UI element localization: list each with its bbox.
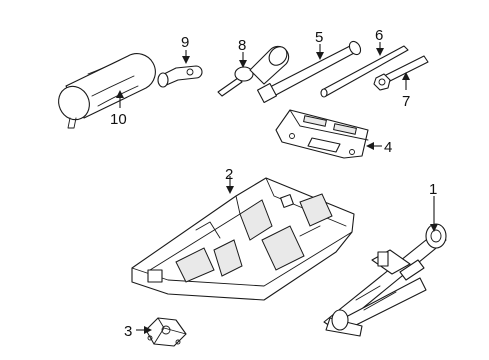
callout-9: 9 [181, 34, 189, 51]
leader-lines [116, 42, 438, 334]
jack-base-pad [145, 317, 187, 347]
lug-wrench-rod [373, 55, 429, 91]
socket-wrench [217, 45, 290, 97]
callout-5: 5 [315, 29, 323, 46]
extension-bar [256, 40, 362, 104]
handle-rod [320, 45, 409, 98]
callout-8: 8 [238, 37, 246, 54]
scissor-jack [323, 223, 447, 337]
callout-4: 4 [384, 139, 392, 156]
callout-6: 6 [375, 27, 383, 44]
callout-3: 3 [124, 323, 132, 340]
mounting-bracket [275, 109, 369, 159]
hook-adapter [157, 65, 203, 88]
callout-2: 2 [225, 166, 233, 183]
callout-10: 10 [110, 111, 127, 128]
callout-1: 1 [429, 181, 437, 198]
tool-bag [58, 53, 156, 129]
callout-7: 7 [402, 93, 410, 110]
storage-tray [131, 177, 355, 301]
